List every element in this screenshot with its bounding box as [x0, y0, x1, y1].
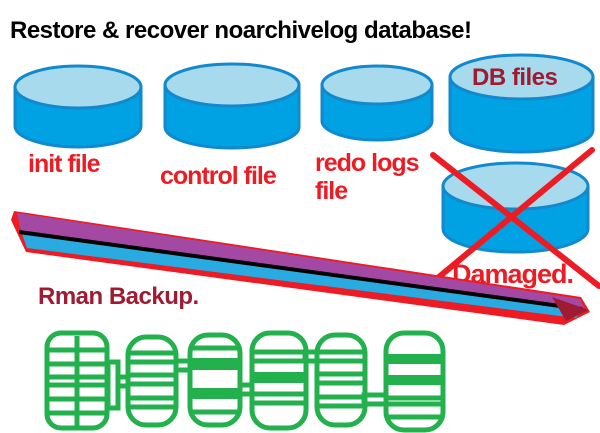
- control-file-label: control file: [160, 162, 277, 190]
- redo-logs-cylinder-icon: [320, 64, 434, 142]
- backup-tape-icon: [11, 211, 590, 325]
- page-title: Restore & recover noarchivelog database!: [10, 17, 472, 44]
- redo-logs-label-line1: redo logs: [315, 149, 419, 177]
- control-file-cylinder-icon: [163, 62, 301, 150]
- rman-backup-label: Rman Backup.: [38, 283, 199, 310]
- redo-logs-label-line2: file: [315, 177, 348, 205]
- tape-spool-chain-icon: [44, 330, 446, 433]
- db-files-label: DB files: [472, 64, 558, 91]
- init-file-cylinder-icon: [13, 64, 143, 149]
- init-file-label: init file: [28, 150, 101, 178]
- db-files-cylinder-icon: [448, 53, 595, 154]
- red-cross-icon: [419, 147, 600, 294]
